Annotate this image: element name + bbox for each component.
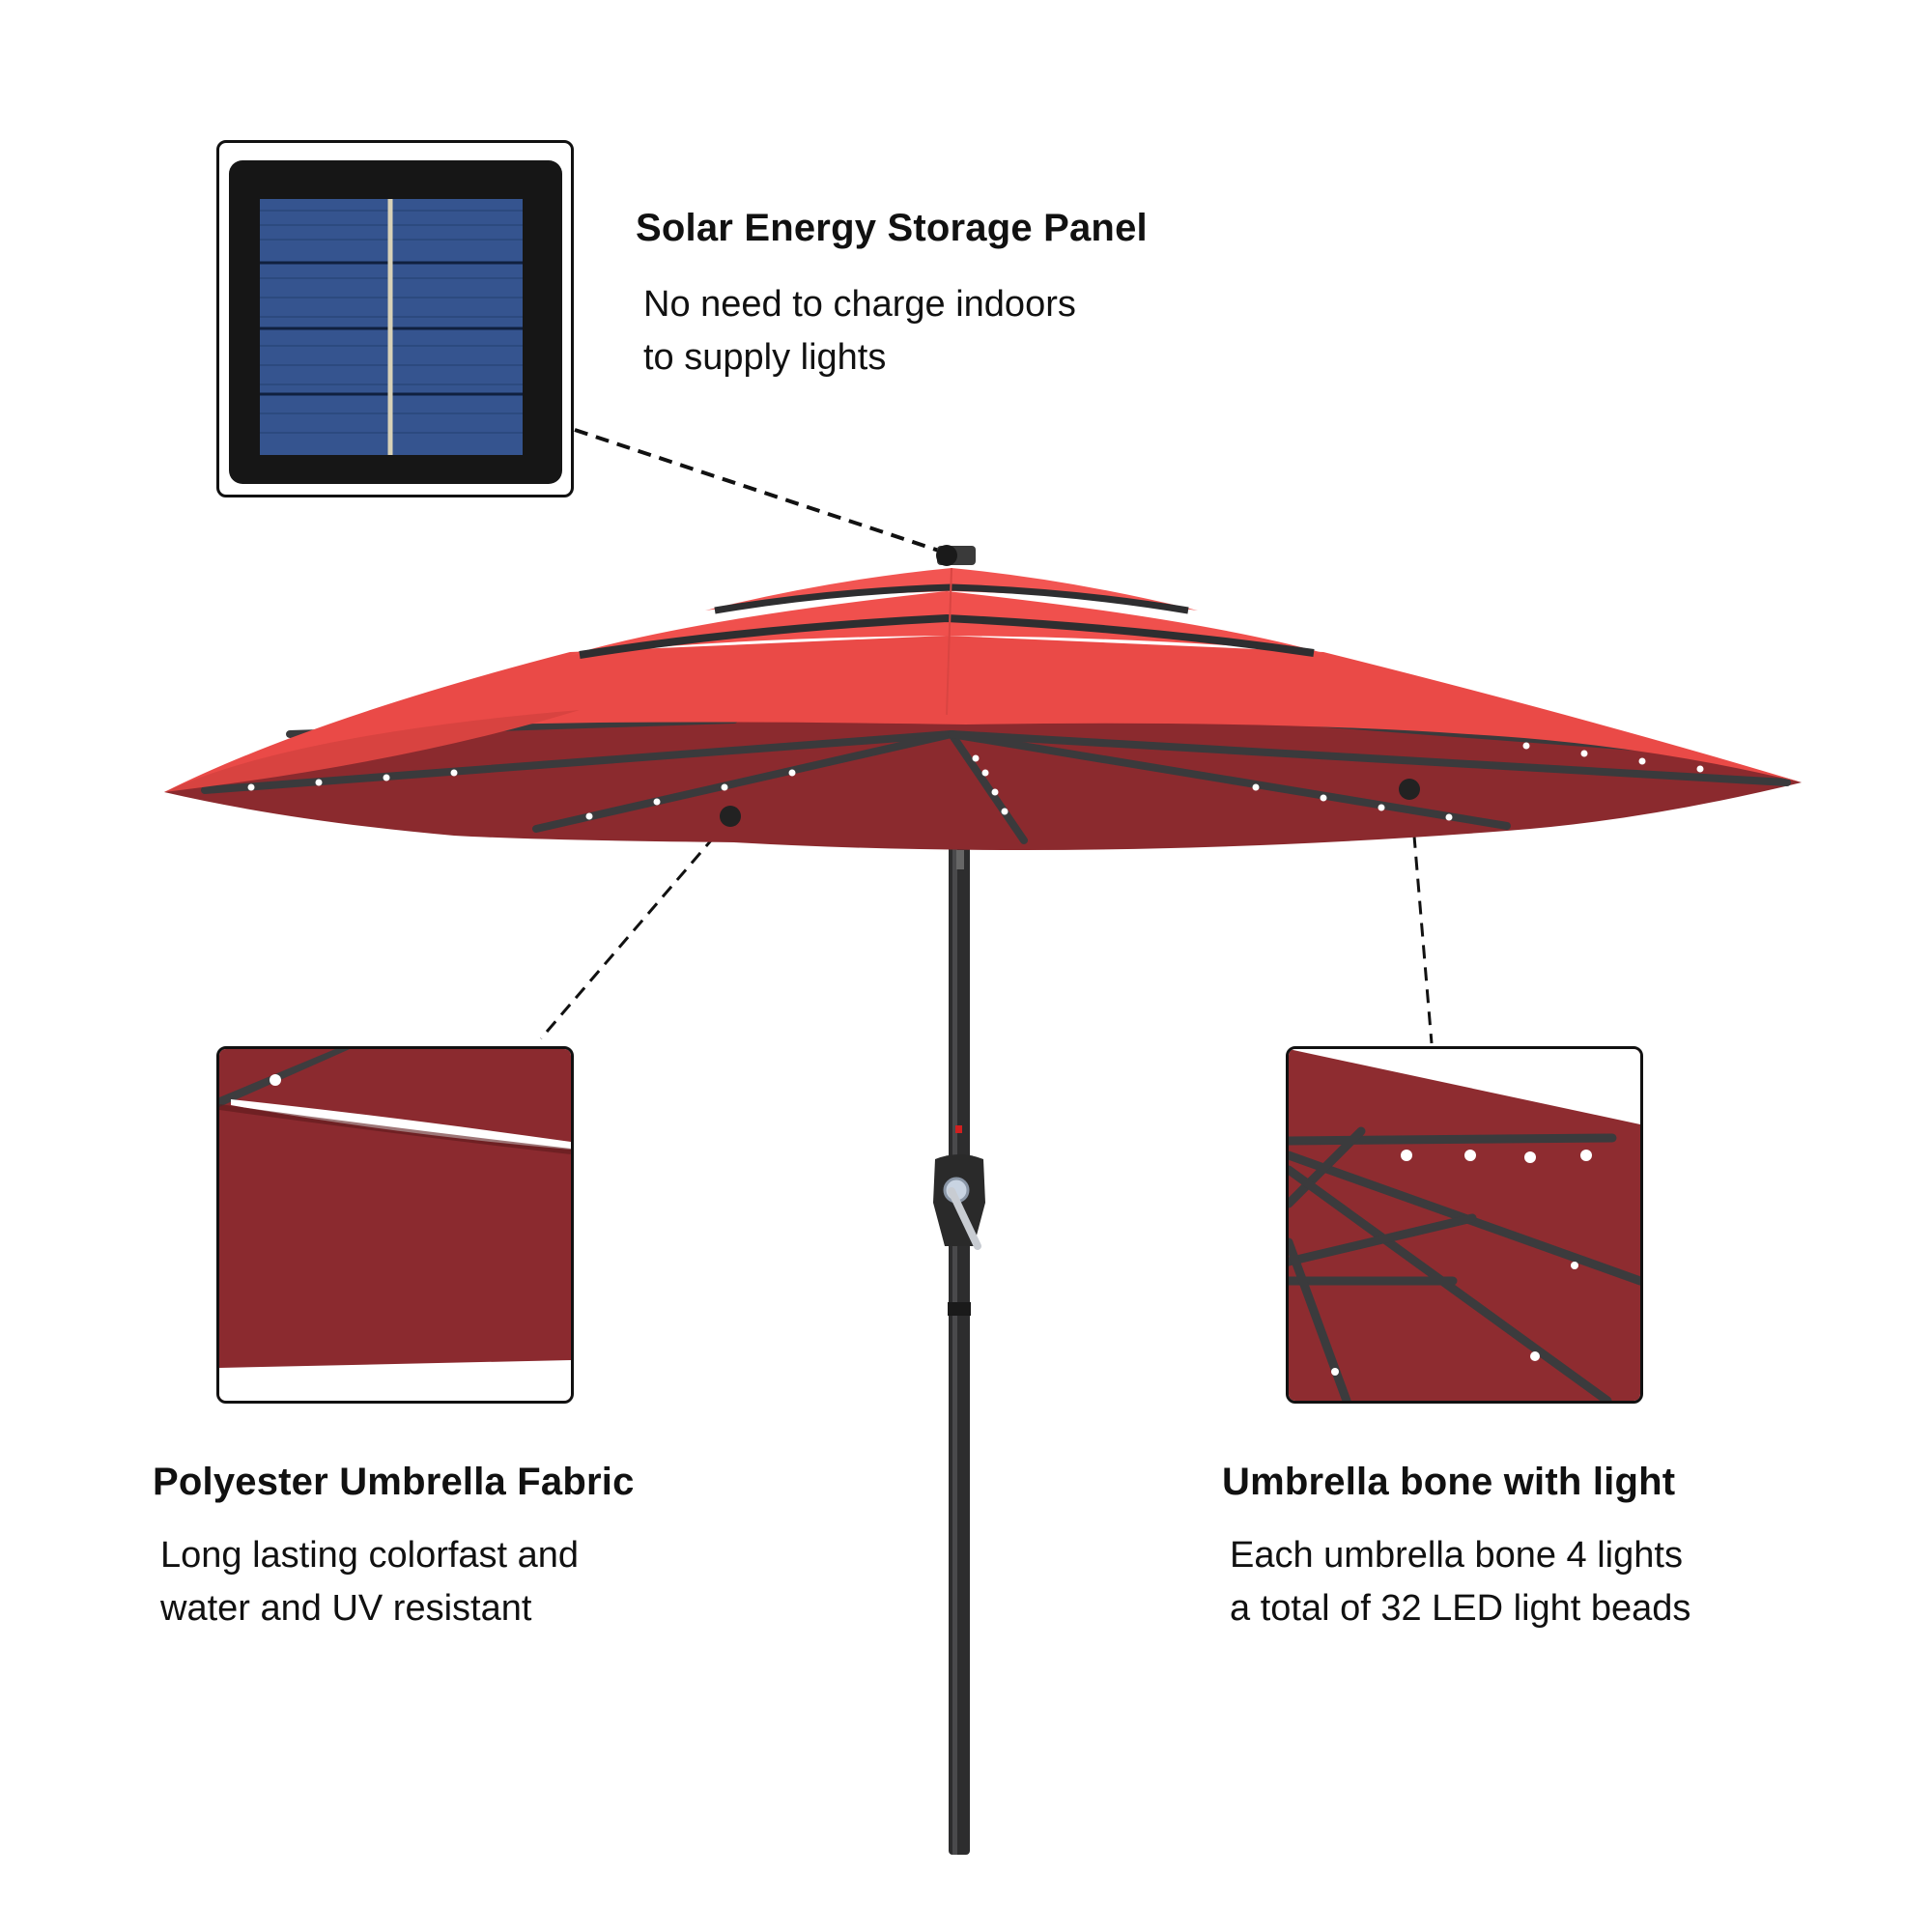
bone-light-detail-frame [1286, 1046, 1643, 1404]
bone-light-desc-line-1: Each umbrella bone 4 lights [1230, 1535, 1683, 1576]
solar-panel-image [229, 160, 562, 484]
canopy-tier-middle [570, 591, 1323, 655]
led-lights [247, 742, 1704, 821]
bone-anchor-dot [1399, 779, 1420, 800]
umbrella-pole [949, 734, 970, 1855]
fabric-desc-line-2: water and UV resistant [160, 1588, 532, 1629]
solar-panel-desc-line-1: No need to charge indoors [643, 284, 1076, 325]
fabric-title: Polyester Umbrella Fabric [153, 1461, 635, 1503]
solar-panel-desc-line-2: to supply lights [643, 337, 887, 378]
fabric-detail-frame [216, 1046, 574, 1404]
bone-light-desc-line-2: a total of 32 LED light beads [1230, 1588, 1691, 1629]
bone-light-closeup-image [1289, 1049, 1640, 1401]
solar-callout-line [574, 428, 946, 554]
fabric-desc-line-1: Long lasting colorfast and [160, 1535, 580, 1576]
fabric-anchor-dot [720, 806, 741, 827]
canopy-tier-bottom [164, 636, 1802, 792]
fabric-callout-line [539, 818, 731, 1039]
fabric-closeup-image [219, 1049, 571, 1401]
bone-light-title: Umbrella bone with light [1222, 1461, 1676, 1503]
solar-panel-title: Solar Energy Storage Panel [636, 207, 1148, 249]
solar-panel-detail-frame [216, 140, 574, 497]
bone-callout-line [1408, 789, 1434, 1044]
